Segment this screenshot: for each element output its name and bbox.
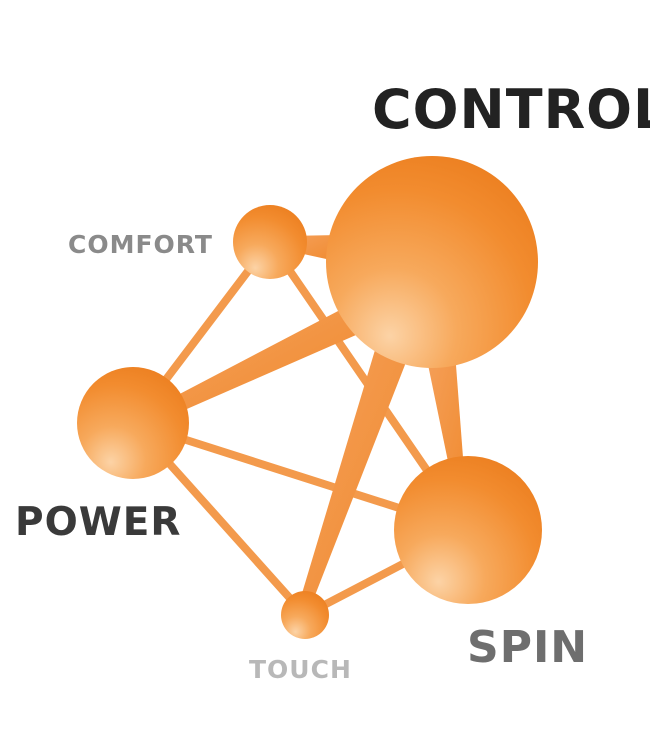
node-control: [326, 156, 538, 368]
label-power: POWER: [15, 500, 181, 545]
node-comfort: [233, 205, 307, 279]
label-comfort: COMFORT: [68, 230, 213, 259]
label-spin: SPIN: [467, 622, 588, 673]
labels: CONTROL COMFORT POWER SPIN TOUCH: [15, 78, 650, 684]
node-spin: [394, 456, 542, 604]
label-touch: TOUCH: [249, 655, 352, 684]
rod-control-power: [172, 310, 356, 412]
node-touch: [281, 591, 329, 639]
label-control: CONTROL: [372, 78, 650, 141]
nodes: [77, 156, 542, 639]
node-power: [77, 367, 189, 479]
rod-control-touch: [300, 340, 410, 603]
